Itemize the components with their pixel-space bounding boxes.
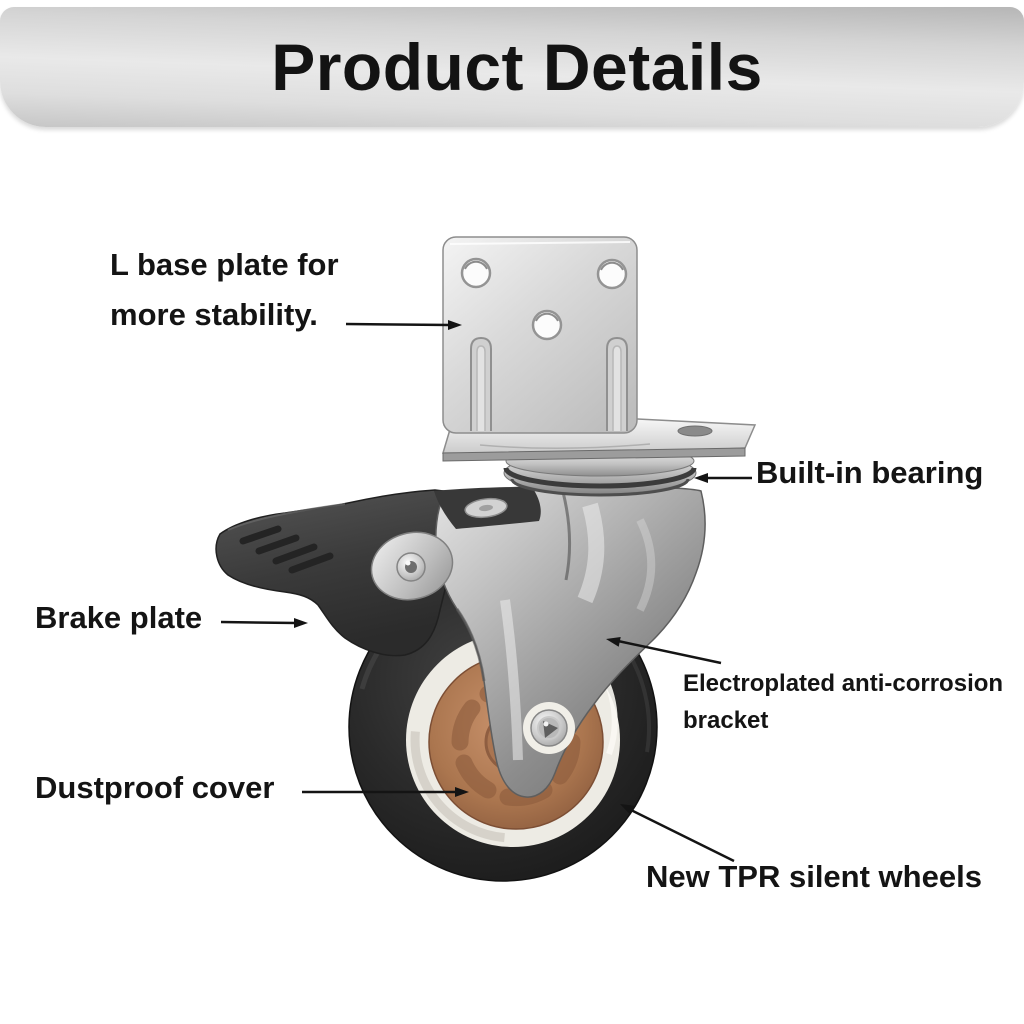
- arrow-dustproof-cover: [302, 787, 469, 797]
- l-mounting-plate: [442, 236, 638, 434]
- label-line: Electroplated anti-corrosion: [683, 670, 1004, 697]
- label-line: more stability.: [110, 297, 318, 332]
- fork-band-rivet: [464, 497, 508, 519]
- title-banner: Product Details: [0, 7, 1024, 127]
- label-new-tpr-wheels: New TPR silent wheels: [646, 859, 982, 894]
- arrow-new-tpr-wheels: [620, 804, 735, 863]
- label-electroplated-bracket: Electroplated anti-corrosion bracket: [683, 665, 1003, 739]
- brake-pivot-plate: [370, 531, 454, 601]
- callout-arrows: [220, 320, 752, 863]
- label-built-in-bearing: Built-in bearing: [756, 455, 984, 490]
- label-brake-plate: Brake plate: [35, 600, 203, 635]
- plate-stamped-slots: [470, 336, 628, 431]
- label-l-base-plate: L base plate for more stability.: [110, 240, 339, 340]
- page-title: Product Details: [271, 30, 763, 104]
- label-line: bracket: [683, 707, 769, 734]
- brake-lever: [215, 489, 456, 657]
- label-line: L base plate for: [110, 247, 339, 282]
- arrow-l-base-plate: [345, 320, 462, 330]
- arrow-brake-plate: [220, 618, 308, 628]
- label-dustproof-cover: Dustproof cover: [35, 770, 275, 805]
- plate-screw-holes: [460, 257, 628, 341]
- axle-rivet: [523, 702, 575, 754]
- arrow-electroplated-bracket: [606, 637, 722, 665]
- brake-pedal-grooves: [239, 525, 334, 574]
- arrow-built-in-bearing: [694, 473, 752, 483]
